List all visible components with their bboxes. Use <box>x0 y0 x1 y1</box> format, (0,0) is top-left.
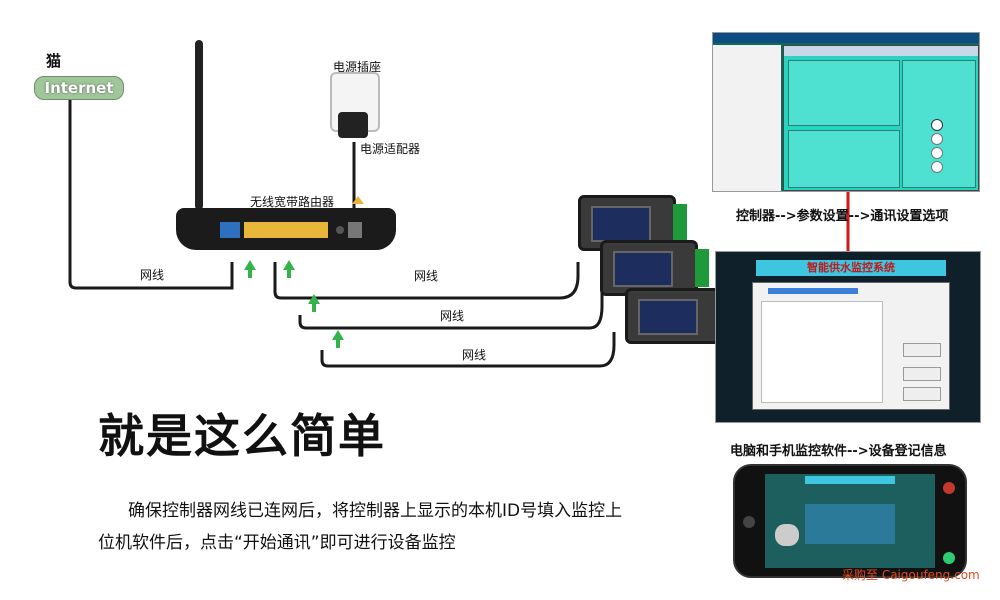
controller-device-3 <box>625 288 734 344</box>
description: 确保控制器网线已连网后，将控制器上显示的本机ID号填入监控上位机软件后，点击“开… <box>98 501 623 553</box>
wan-port <box>220 222 240 238</box>
caption-software-register: 电脑和手机监控软件-->设备登记信息 <box>730 444 947 459</box>
power-socket-label: 电源插座 <box>333 60 382 74</box>
monitor-software-screenshot: 智能供水监控系统 <box>715 251 981 423</box>
cable-label-4: 网线 <box>462 348 487 362</box>
cable-label-3: 网线 <box>440 309 465 323</box>
cable-label-1: 网线 <box>140 268 165 282</box>
modem: 猫 Internet <box>28 48 126 103</box>
cable-label-2: 网线 <box>414 269 439 283</box>
controller-settings-screenshot <box>712 32 980 192</box>
watermark: 采购至 Caigoufeng.com <box>842 568 980 582</box>
internet-label: Internet <box>34 76 124 100</box>
router-antenna <box>195 40 203 210</box>
reset-button <box>336 226 344 234</box>
software-title: 智能供水监控系统 <box>756 260 946 276</box>
phone-monitor-screenshot <box>733 464 967 578</box>
lan-ports <box>244 222 328 238</box>
power-adapter <box>338 112 368 138</box>
caption-controller-settings: 控制器-->参数设置-->通讯设置选项 <box>736 209 949 224</box>
modem-label: 猫 <box>46 52 62 70</box>
power-port <box>348 222 362 238</box>
slogan: 就是这么简单 <box>98 409 386 463</box>
router-label: 无线宽带路由器 <box>250 195 335 209</box>
router <box>176 208 396 250</box>
adapter-label: 电源适配器 <box>360 142 421 156</box>
